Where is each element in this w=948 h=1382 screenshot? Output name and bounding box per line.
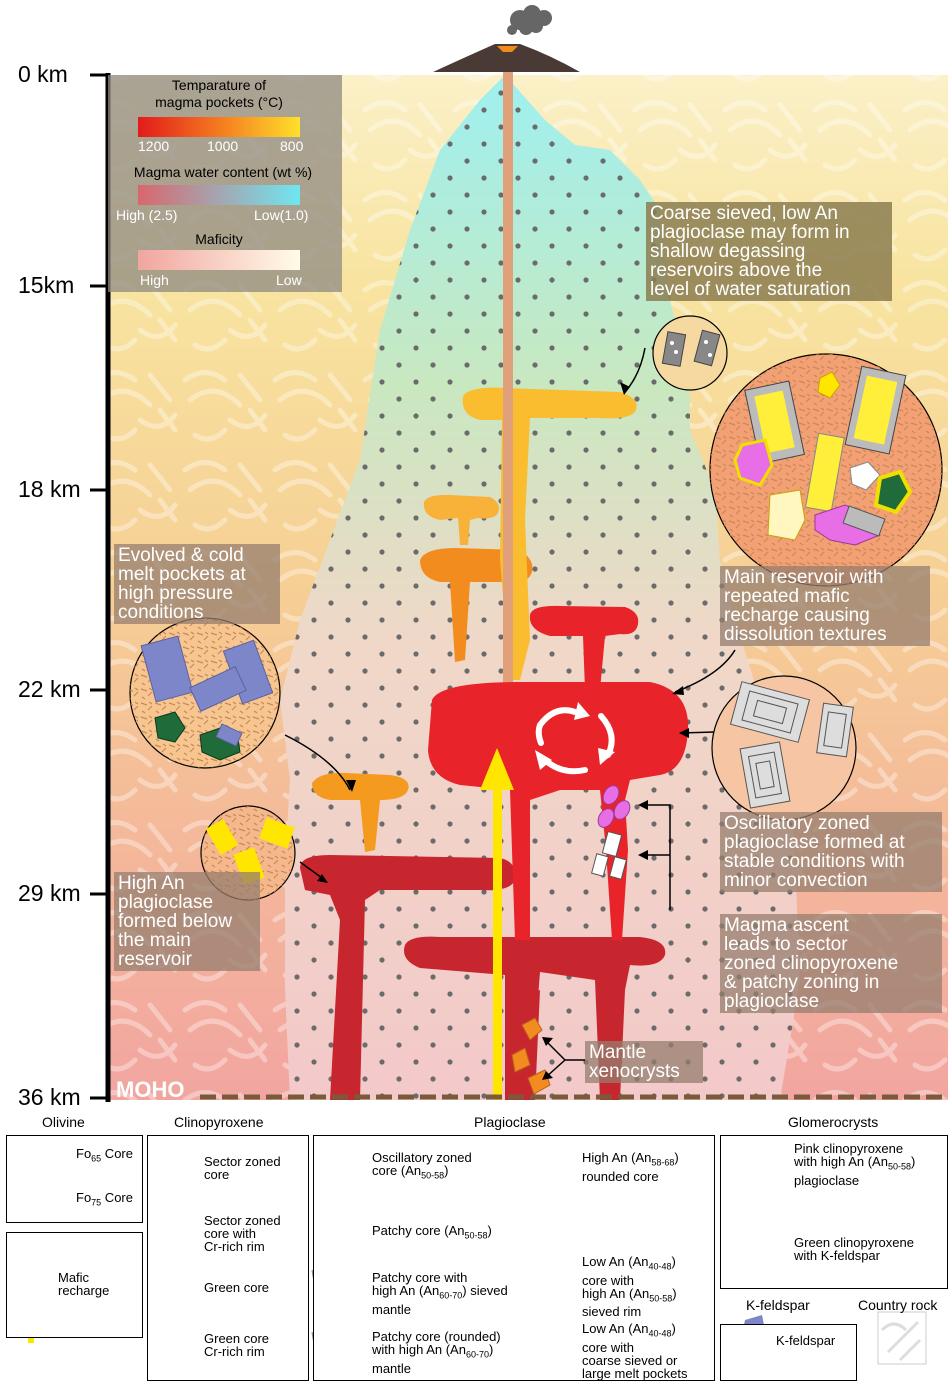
depth-15: 15km [18, 272, 74, 299]
legend-header-glomero: Glomerocrysts [788, 1114, 878, 1130]
inset-oscillatory [712, 676, 856, 820]
callout-oscillatory: Oscillatory zoned plagioclase formed at … [720, 812, 942, 892]
temp-tick-800: 800 [280, 138, 303, 154]
legend-mafic-recharge: Mafic recharge [58, 1271, 109, 1297]
legend-cpx-sector-rim: Sector zoned core with Cr-rich rim [204, 1214, 281, 1253]
callout-main-reservoir: Main reservoir with repeated mafic recha… [720, 566, 930, 646]
water-bar [138, 185, 300, 205]
maficity-bar [138, 250, 300, 270]
inset-shallow [653, 316, 727, 390]
water-low-label: Low(1.0) [254, 207, 308, 223]
inset-main-reservoir [710, 354, 942, 586]
legend-plag-patchy: Patchy core (An50-58) [372, 1224, 492, 1243]
callout-mantle: Mantle xenocrysts [585, 1041, 703, 1083]
temp-tick-1200: 1200 [138, 138, 169, 154]
depth-29: 29 km [18, 880, 81, 907]
legend-olivine-fo65: Fo65 Core [76, 1147, 133, 1166]
depth-18: 18 km [18, 476, 81, 503]
inset-evolved [130, 618, 280, 768]
legend-header-plag: Plagioclase [474, 1114, 546, 1130]
callout-ascent: Magma ascent leads to sector zoned clino… [720, 914, 942, 1013]
temp-tick-1000: 1000 [207, 138, 238, 154]
legend-header-kfs: K-feldspar [746, 1297, 810, 1313]
maficity-title: Maficity [138, 231, 300, 247]
moho-label: MOHO [116, 1077, 184, 1103]
legend-header-olivine: Olivine [42, 1114, 85, 1130]
legend-kfs-label: K-feldspar [776, 1334, 835, 1347]
callout-shallow: Coarse sieved, low An plagioclase may fo… [646, 202, 892, 301]
volcano [433, 5, 580, 72]
legend-cpx-green-rim: Green core Cr-rich rim [204, 1332, 269, 1358]
depth-ticks [90, 75, 108, 1098]
maficity-low-label: Low [276, 272, 302, 288]
temperature-title: Temparature of magma pockets (°C) [138, 77, 300, 111]
conduit [503, 70, 513, 690]
legend-header-cpx: Clinopyroxene [174, 1114, 264, 1130]
callout-high-an: High An plagioclase formed below the mai… [114, 872, 260, 971]
depth-0: 0 km [18, 61, 68, 88]
legend-header-country: Country rock [858, 1297, 946, 1313]
legend-plag-high-an: High An (An58-68)rounded core [582, 1151, 679, 1183]
legend-cpx-green: Green core [204, 1281, 269, 1294]
legend-olivine-fo75: Fo75 Core [76, 1191, 133, 1210]
temperature-bar [138, 117, 300, 137]
maficity-high-label: High [140, 272, 169, 288]
depth-22: 22 km [18, 676, 81, 703]
water-high-label: High (2.5) [116, 207, 177, 223]
water-title: Magma water content (wt %) [112, 164, 334, 180]
legend-plag-patchy-rounded: Patchy core (rounded)with high An (An60-… [372, 1330, 501, 1375]
legend-cpx-sector: Sector zoned core [204, 1155, 281, 1181]
callout-evolved: Evolved & cold melt pockets at high pres… [114, 544, 280, 624]
depth-36: 36 km [18, 1084, 81, 1111]
